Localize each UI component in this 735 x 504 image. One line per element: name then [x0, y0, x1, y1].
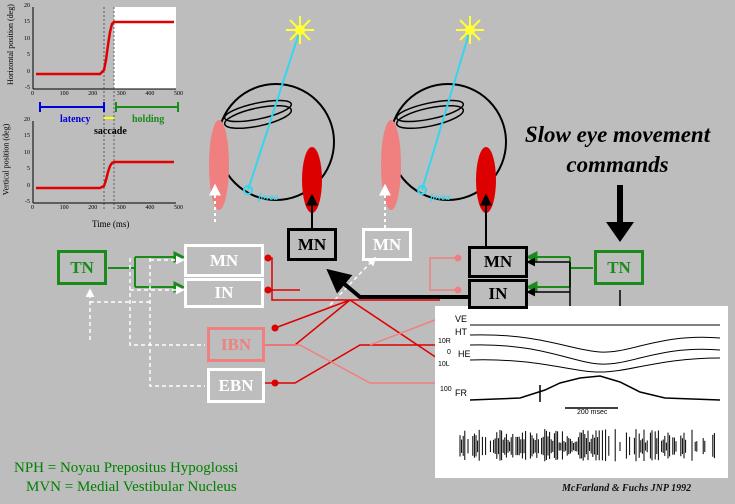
axis-0: 0 — [447, 349, 451, 356]
x-tick-label: 500 — [174, 91, 183, 97]
tn-left-box: TN — [57, 250, 107, 285]
slow-eye-movement-commands: Slow eye movement commands — [524, 122, 711, 177]
saccade-label: saccade — [94, 126, 127, 137]
y-tick-label: 5 — [27, 166, 30, 173]
y-tick-label: 10 — [24, 35, 30, 42]
x-tick-label: 400 — [145, 91, 155, 97]
axis-10r: 10R — [438, 338, 451, 345]
y-tick-label: -5 — [25, 85, 30, 91]
right-eye — [381, 29, 507, 213]
axis-100: 100 — [440, 386, 452, 393]
plot-bottom-xlabel: Time (ms) — [92, 219, 130, 229]
x-tick-label: 0 — [31, 91, 34, 97]
y-tick-label: 20 — [24, 3, 30, 9]
mn-right-box: MN — [468, 246, 528, 278]
x-tick-label: 400 — [145, 205, 155, 211]
y-tick-label: -5 — [25, 199, 30, 205]
fovea-label-right: fovea — [430, 192, 450, 202]
citation: McFarland & Fuchs JNP 1992 — [562, 483, 692, 494]
trace-label-fr: FR — [455, 388, 467, 398]
fovea-label-left: fovea — [258, 192, 278, 202]
y-tick-label: 5 — [27, 52, 30, 59]
plot-bottom-ylabel: Vertical position (deg) — [1, 123, 11, 196]
y-tick-label: 0 — [27, 182, 30, 189]
target-sun-right — [456, 16, 484, 44]
x-tick-label: 200 — [88, 205, 98, 211]
target-sun-left — [286, 16, 314, 44]
holding-label: holding — [132, 114, 165, 125]
x-tick-label: 500 — [174, 205, 183, 211]
trace-label-he: HE — [458, 349, 471, 359]
x-tick-label: 300 — [116, 91, 126, 97]
y-tick-label: 0 — [27, 68, 30, 75]
y-tick-label: 15 — [24, 133, 30, 140]
ebn-box: EBN — [207, 368, 265, 403]
tn-right-box: TN — [594, 250, 644, 285]
mn-black-left-box: MN — [287, 228, 337, 261]
footer-nph: NPH = Noyau Prepositus Hypoglossi — [14, 460, 239, 476]
y-tick-label: 15 — [24, 19, 30, 26]
latency-label: latency — [60, 114, 91, 125]
plot-top-ylabel: Horizontal position (deg) — [5, 4, 15, 85]
in-left-box: IN — [184, 278, 264, 308]
left-eye — [209, 29, 335, 213]
trace-label-ht: HT — [455, 327, 467, 337]
phase-bars — [39, 102, 179, 119]
x-tick-label: 100 — [59, 205, 69, 211]
x-tick-label: 0 — [31, 205, 34, 211]
mn-left-box: MN — [184, 244, 264, 277]
ibn-box: IBN — [207, 327, 265, 362]
recording-figure — [435, 306, 728, 478]
x-tick-label: 100 — [59, 91, 69, 97]
axis-10l: 10L — [438, 361, 450, 368]
x-tick-label: 200 — [88, 91, 98, 97]
y-tick-label: 10 — [24, 149, 30, 156]
in-right-box: IN — [468, 279, 528, 309]
trace-label-ve: VE — [455, 314, 468, 324]
mn-white-mid-box: MN — [362, 228, 412, 261]
footer-mvn: MVN = Medial Vestibular Nucleus — [26, 479, 237, 495]
horizontal-position-plot — [32, 7, 176, 210]
x-tick-label: 300 — [116, 205, 126, 211]
y-tick-label: 20 — [24, 117, 30, 123]
vertical-position-plot — [32, 121, 176, 204]
scale-bar-label: 200 msec — [577, 409, 608, 416]
